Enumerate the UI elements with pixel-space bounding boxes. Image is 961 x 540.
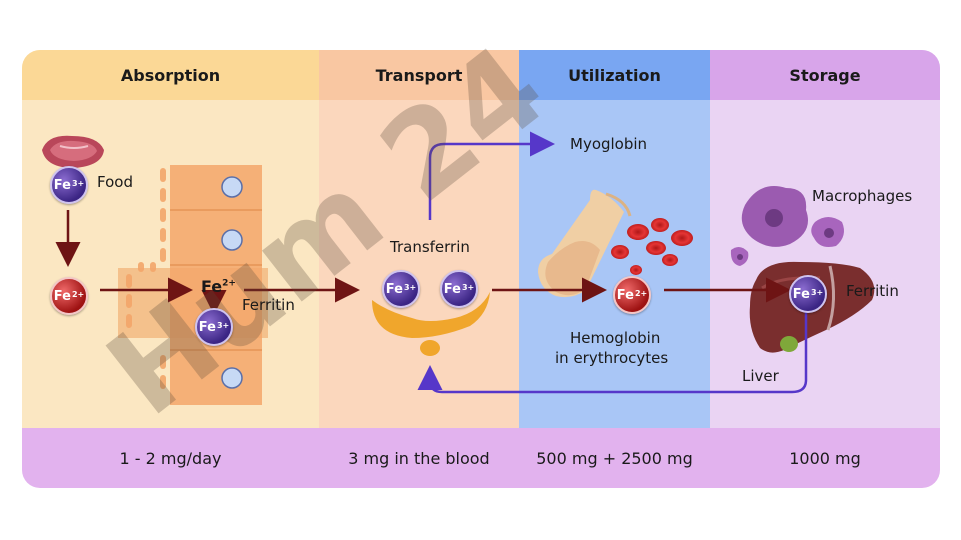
bone-marrow-illustration: [538, 189, 632, 298]
footer-storage: 1000 mg: [789, 448, 861, 468]
macrophage-cells: [730, 186, 844, 266]
label-ferritin-gut: Ferritin: [242, 296, 295, 314]
absorption-header-bg: [22, 50, 319, 100]
arrow-liver-to-transferrin: [417, 310, 808, 394]
label-liver: Liver: [742, 367, 779, 385]
header-utilization: Utilization: [568, 65, 661, 85]
footer-transport: 3 mg in the blood: [348, 448, 490, 468]
label-hemoglobin: Hemoglobin: [570, 329, 661, 347]
label-macrophages: Macrophages: [812, 187, 913, 205]
utilization-header-bg: [519, 50, 710, 100]
erythrocytes: [611, 218, 693, 275]
storage-header-bg: [710, 50, 940, 100]
label-ferritin-liver: Ferritin: [846, 282, 899, 300]
dark-red-arrows: [55, 210, 791, 315]
arrow-transferrin-to-myoglobin: [428, 131, 555, 220]
meat-icon: [42, 135, 104, 168]
transport-header-bg: [319, 50, 519, 100]
label-in-erythrocytes: in erythrocytes: [555, 349, 669, 367]
blue-arrows: [417, 131, 808, 394]
label-food: Food: [97, 173, 133, 191]
footer-absorption: 1 - 2 mg/day: [119, 448, 222, 468]
label-transferrin: Transferrin: [390, 238, 470, 256]
fe2-label-enterocyte: Fe2+: [201, 277, 236, 296]
transferrin-protein: [372, 292, 490, 356]
footer-utilization: 500 mg + 2500 mg: [536, 448, 693, 468]
label-myoglobin: Myoglobin: [570, 135, 648, 153]
header-storage: Storage: [789, 65, 861, 85]
header-absorption: Absorption: [120, 65, 221, 85]
header-transport: Transport: [375, 65, 463, 85]
footer-band: [22, 428, 940, 488]
nucleus-icons: [221, 176, 243, 389]
